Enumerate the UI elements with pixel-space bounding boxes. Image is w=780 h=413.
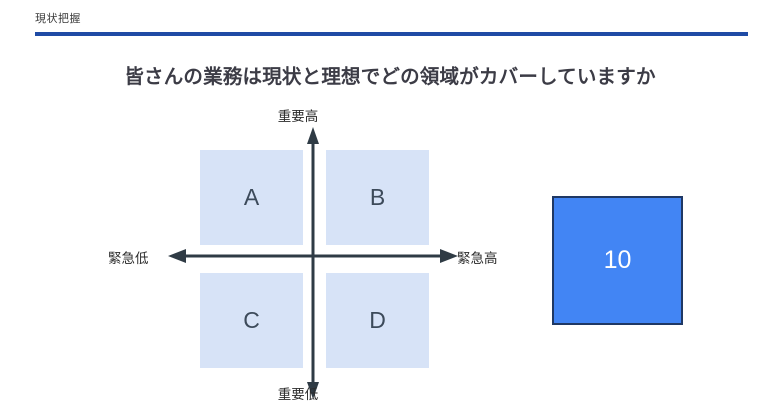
quadrant-b[interactable]: B [326,150,429,245]
header-divider-rule [35,32,748,36]
score-card[interactable]: 10 [552,196,683,325]
horizontal-axis-arrow-icon [168,249,458,263]
axis-label-importance-high: 重要高 [277,109,319,124]
quadrant-c[interactable]: C [200,273,303,368]
header-section-label: 現状把握 [35,13,81,25]
quadrant-a-label: A [243,184,260,210]
axis-label-urgency-high: 緊急高 [457,251,498,266]
quadrant-c-label: C [243,307,260,333]
axis-label-importance-low: 重要低 [277,387,319,402]
vertical-axis-arrow-icon [307,127,319,399]
quadrant-b-label: B [369,184,386,210]
quadrant-a[interactable]: A [200,150,303,245]
priority-matrix: A B C D 重要高 重要低 緊急低 緊急高 [100,105,530,410]
slide-title: 皆さんの業務は現状と理想でどの領域がカバーしていますか [124,66,656,88]
quadrant-d[interactable]: D [326,273,429,368]
quadrant-d-label: D [369,307,386,333]
axis-label-urgency-low: 緊急低 [108,251,149,266]
score-card-value: 10 [603,246,632,274]
